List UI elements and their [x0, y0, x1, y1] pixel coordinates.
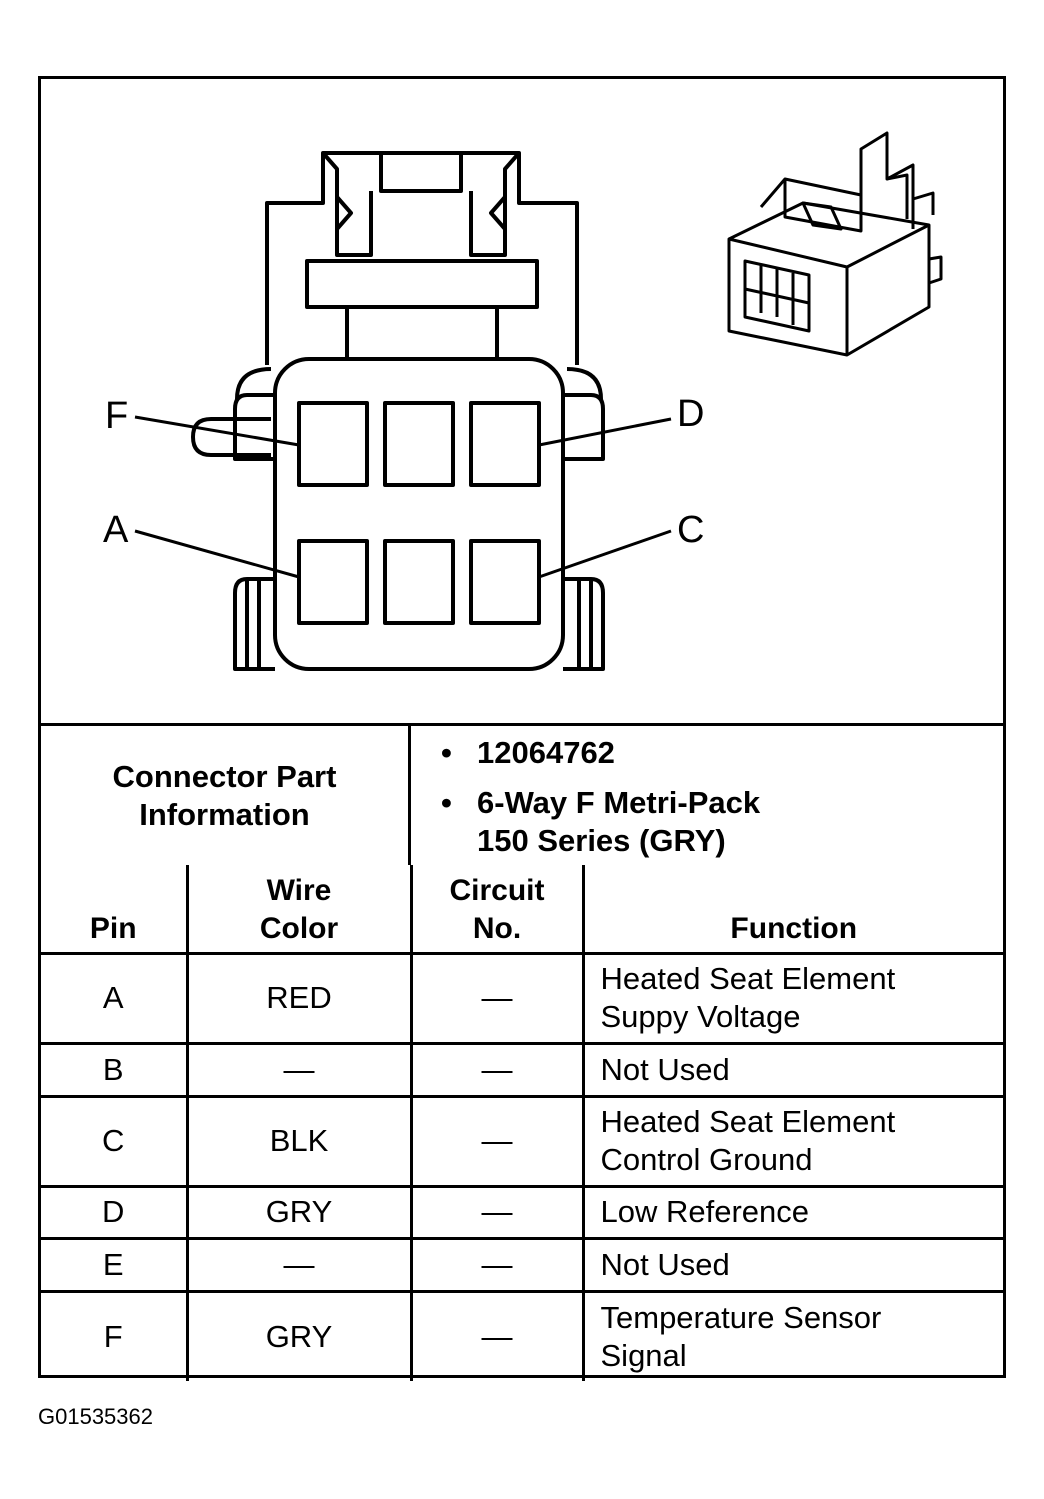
cavity-c [469, 539, 541, 625]
header-wire-color: Wire Color [185, 865, 413, 955]
cavity-f [297, 401, 369, 487]
info-label-line1: Connector Part [112, 758, 337, 794]
cell-pin: B [41, 1041, 189, 1098]
cell-circuit-no: — [409, 951, 585, 1045]
cell-wire-color: — [185, 1236, 413, 1293]
cell-circuit-no: — [409, 1184, 585, 1240]
cell-pin: D [41, 1184, 189, 1240]
pin-label-a: A [103, 509, 129, 551]
connector-drawing [134, 131, 943, 671]
figure-id: G01535362 [38, 1404, 153, 1429]
table-row: A RED — Heated Seat Element Suppy Voltag… [41, 951, 1003, 1045]
connector-body [273, 357, 565, 671]
header-function: Function [581, 865, 1003, 955]
cell-wire-color: BLK [185, 1094, 413, 1188]
leader-d [538, 417, 672, 447]
cell-wire-color: — [185, 1041, 413, 1098]
cell-function: Heated Seat Element Suppy Voltage [581, 951, 1003, 1045]
cavity-b [383, 539, 455, 625]
cell-wire-color: RED [185, 951, 413, 1045]
leader-c [538, 529, 672, 579]
header-pin: Pin [41, 865, 189, 955]
pin-label-d: D [677, 393, 705, 435]
connector-isometric-icon [727, 131, 943, 357]
cell-function: Temperature Sensor Signal [581, 1289, 1003, 1381]
table-row: C BLK — Heated Seat Element Control Grou… [41, 1094, 1003, 1188]
cell-pin: F [41, 1289, 189, 1381]
table-row: E — — Not Used [41, 1236, 1003, 1293]
table-row: B — — Not Used [41, 1041, 1003, 1098]
cell-pin: A [41, 951, 189, 1045]
connector-face-view: F D A C [41, 79, 1003, 724]
part-number: 12064762 [441, 734, 615, 772]
cell-wire-color: GRY [185, 1184, 413, 1240]
cavity-d [469, 401, 541, 487]
table-header-row: Pin Wire Color Circuit No. Function [41, 865, 1003, 955]
connector-part-info-values: 12064762 6-Way F Metri-Pack 150 Series (… [411, 726, 1003, 865]
pin-table: Pin Wire Color Circuit No. Function A RE… [41, 865, 1003, 1381]
cell-circuit-no: — [409, 1289, 585, 1381]
cell-function: Low Reference [581, 1184, 1003, 1240]
header-circuit-no: Circuit No. [409, 865, 585, 955]
leader-a [134, 529, 300, 579]
connector-part-information: Connector Part Information 12064762 6-Wa… [41, 723, 1003, 865]
cavity-a [297, 539, 369, 625]
cell-circuit-no: — [409, 1094, 585, 1188]
cell-pin: E [41, 1236, 189, 1293]
cell-circuit-no: — [409, 1041, 585, 1098]
cell-function: Heated Seat Element Control Ground [581, 1094, 1003, 1188]
cell-circuit-no: — [409, 1236, 585, 1293]
cell-wire-color: GRY [185, 1289, 413, 1381]
pin-label-c: C [677, 509, 705, 551]
cell-function: Not Used [581, 1236, 1003, 1293]
cell-function: Not Used [581, 1041, 1003, 1098]
table-row: F GRY — Temperature Sensor Signal [41, 1289, 1003, 1381]
lock-housing-outline [265, 151, 579, 365]
pin-label-f: F [105, 395, 129, 437]
cavity-e [383, 401, 455, 487]
leader-f [134, 415, 300, 447]
cell-pin: C [41, 1094, 189, 1188]
info-label-line2: Information [139, 796, 310, 832]
connector-diagram-frame: F D A C Connector Part Information 12064… [38, 76, 1006, 1381]
connector-part-info-label: Connector Part Information [41, 726, 411, 865]
connector-description: 6-Way F Metri-Pack 150 Series (GRY) [441, 784, 760, 860]
table-row: D GRY — Low Reference [41, 1184, 1003, 1240]
